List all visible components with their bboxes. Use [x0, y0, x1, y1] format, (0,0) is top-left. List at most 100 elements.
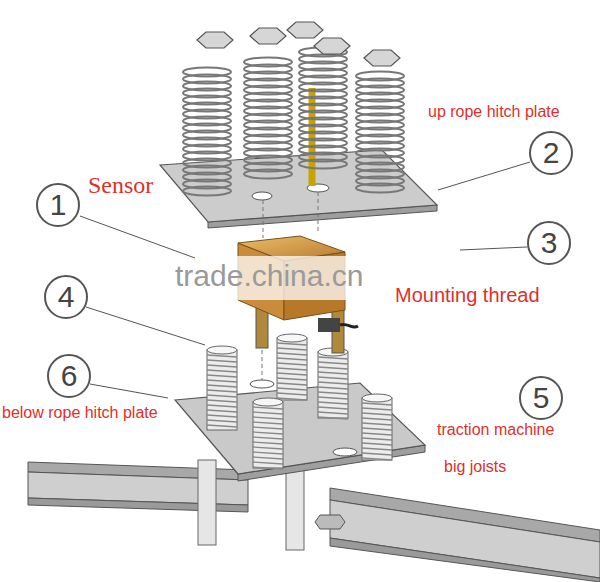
spring: [183, 68, 231, 196]
up-rope-hitch-plate: [160, 150, 437, 222]
spring-coil: [356, 184, 404, 193]
callout-number: 1: [36, 183, 80, 227]
spring-coil: [299, 160, 347, 169]
stud-top: [277, 334, 307, 342]
leader-line: [90, 384, 168, 398]
spring: [244, 58, 292, 179]
stud-thread: [362, 408, 392, 410]
stud-thread: [207, 355, 237, 357]
guide-line: [263, 200, 264, 238]
stud-thread: [318, 357, 348, 359]
stud-thread: [362, 443, 392, 445]
spring: [356, 72, 404, 193]
stud-thread: [207, 415, 237, 417]
stud-thread: [277, 388, 307, 390]
threaded-studs: [207, 334, 392, 469]
stud-thread: [318, 397, 348, 399]
guide-line: [262, 350, 263, 380]
watermark: trade.china.cn: [175, 259, 363, 294]
threaded-stud: [207, 346, 237, 430]
leader-line: [80, 216, 195, 258]
support-post: [198, 460, 216, 545]
stud-thread: [362, 453, 392, 455]
stud-thread: [277, 348, 307, 350]
stud-thread: [253, 462, 283, 464]
spring-coil: [244, 170, 292, 179]
stud-thread: [362, 403, 392, 405]
stud-thread: [253, 427, 283, 429]
spring-coil: [183, 187, 231, 196]
stud-thread: [207, 380, 237, 382]
stud-thread: [362, 433, 392, 435]
hex-nut: [315, 515, 345, 529]
stud-thread: [318, 412, 348, 414]
callout-number: 2: [529, 131, 573, 175]
part-name: big joists: [444, 458, 506, 476]
threaded-stud: [253, 398, 283, 469]
callout-number: 4: [44, 275, 88, 319]
hex-nuts: [197, 22, 400, 66]
stud-thread: [318, 417, 348, 419]
stud-thread: [318, 377, 348, 379]
stud-body: [277, 338, 307, 400]
leader-line: [438, 162, 530, 190]
hex-nut: [287, 22, 323, 38]
callout-number: 5: [519, 376, 563, 420]
plate-hole: [252, 192, 272, 200]
joist-web: [330, 500, 600, 578]
stud-thread: [318, 367, 348, 369]
leader-line: [460, 247, 527, 250]
stud-thread: [207, 360, 237, 362]
hex-nut: [250, 28, 286, 44]
part-name: traction machine: [437, 421, 554, 439]
plate-hole: [250, 380, 274, 388]
hex-nut: [364, 50, 400, 66]
callout-number: 3: [527, 221, 571, 265]
stud-top: [207, 346, 237, 354]
part-name: below rope hitch plate: [2, 404, 158, 422]
stud-thread: [207, 365, 237, 367]
stud-thread: [318, 402, 348, 404]
stud-thread: [362, 413, 392, 415]
stud-thread: [253, 457, 283, 459]
stud-body: [318, 352, 348, 418]
cable: [340, 324, 358, 327]
stud-thread: [253, 467, 283, 469]
stud-thread: [207, 405, 237, 407]
stud-top: [253, 398, 283, 406]
stud-thread: [207, 420, 237, 422]
stud-thread: [253, 412, 283, 414]
stud-thread: [277, 378, 307, 380]
hex-nut: [314, 38, 350, 54]
stud-thread: [207, 425, 237, 427]
part-name: up rope hitch plate: [428, 103, 560, 121]
leader-line: [86, 307, 205, 345]
stud-thread: [362, 423, 392, 425]
stud-thread: [207, 410, 237, 412]
stud-thread: [253, 447, 283, 449]
stud-thread: [362, 428, 392, 430]
stud-body: [207, 350, 237, 430]
stud-thread: [253, 442, 283, 444]
stud-thread: [207, 400, 237, 402]
part-name: Mounting thread: [395, 284, 540, 307]
callout-number: 6: [47, 354, 91, 398]
spring: [299, 48, 347, 169]
springs: [183, 48, 404, 196]
stud-thread: [207, 385, 237, 387]
threaded-stud: [277, 334, 307, 400]
stud-thread: [253, 437, 283, 439]
right-joist: [330, 488, 600, 582]
threaded-stud: [362, 394, 392, 460]
stud-thread: [318, 392, 348, 394]
stud-thread: [318, 362, 348, 364]
stud-top: [362, 394, 392, 402]
stud-thread: [318, 372, 348, 374]
stud-thread: [207, 375, 237, 377]
stud-thread: [253, 417, 283, 419]
stud-thread: [277, 393, 307, 395]
stud-thread: [362, 458, 392, 460]
stud-thread: [362, 418, 392, 420]
stud-thread: [318, 382, 348, 384]
